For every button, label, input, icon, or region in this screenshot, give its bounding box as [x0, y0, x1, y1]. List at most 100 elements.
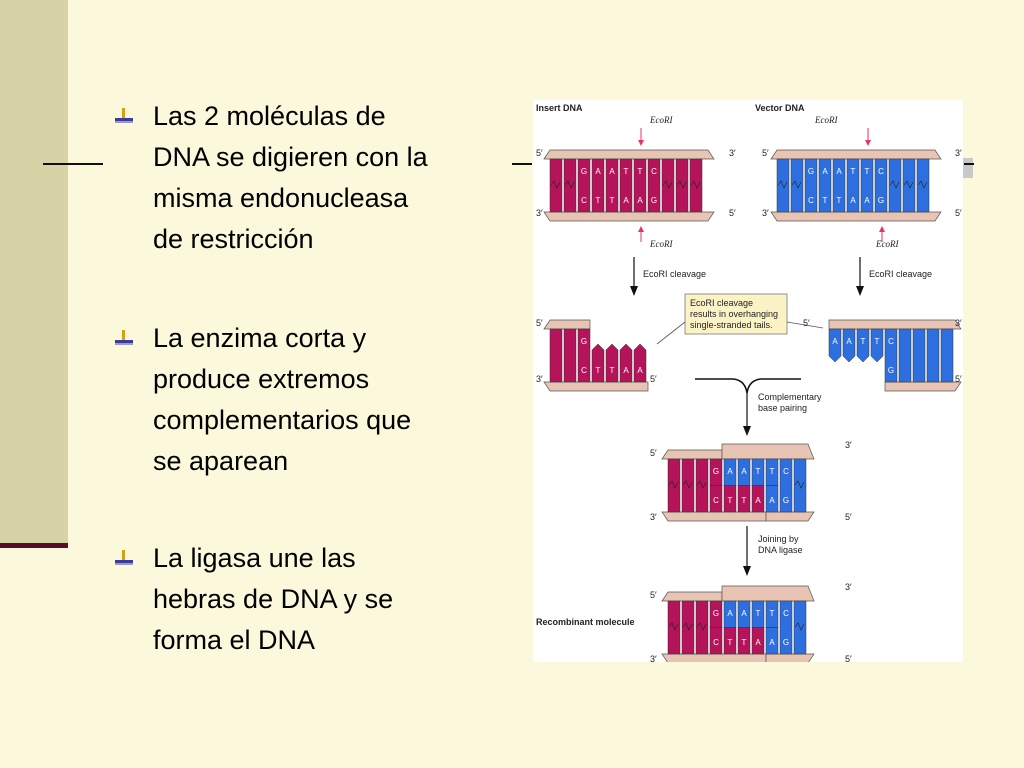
vector-cut-3p: 3′: [955, 318, 962, 328]
insert-top-base: A: [609, 167, 615, 176]
annealed-vector-bar: [779, 458, 793, 513]
vector-top-base: A: [836, 167, 842, 176]
insert-cut-top-backbone: [543, 319, 591, 330]
vector-bar: [846, 158, 860, 213]
vector-bottom-base: G: [878, 196, 884, 205]
insert-bar: [633, 158, 647, 213]
annealed-top-base: A: [741, 467, 747, 476]
insert-cut-bottom-backbone: [543, 381, 649, 392]
insert-cut-bottom-base: C: [581, 366, 587, 375]
insert-top-base: T: [624, 167, 629, 176]
vector-cut-bar: [926, 328, 940, 383]
annealed-site-bottom: [737, 485, 751, 513]
vector-bar: [818, 158, 832, 213]
insert-bar: [619, 158, 633, 213]
recombinant-site-bottom: [751, 627, 765, 655]
insert-cut-bottom-base: A: [623, 366, 629, 375]
vector-cut-bar: [940, 328, 954, 383]
vector-bond: [903, 180, 914, 189]
annealed-3p-top: 3′: [845, 440, 852, 450]
insert-bottom-base: A: [623, 196, 629, 205]
vector-bottom-base: T: [837, 196, 842, 205]
annealed-top-base: T: [770, 467, 775, 476]
recombinant-top-base: A: [741, 609, 747, 618]
insert-cut-bottom-base: T: [596, 366, 601, 375]
insert-cut-bar: [577, 328, 591, 383]
vector-bottom-base: A: [864, 196, 870, 205]
insert-3p-bottom: 3′: [536, 208, 543, 218]
left-band-underline: [0, 543, 68, 548]
decor-line-right: [964, 163, 974, 165]
vector-bottom-base: T: [823, 196, 828, 205]
vector-3p-top: 3′: [955, 148, 962, 158]
vector-overhang-bar: [842, 328, 856, 363]
insert-overhang-bar: [605, 343, 619, 383]
vector-bottom-base: C: [808, 196, 814, 205]
insert-bar: [605, 158, 619, 213]
recombinant-5p-top: 5′: [650, 590, 657, 600]
callout-line-1: EcoRI cleavage: [690, 298, 753, 308]
annealed-top-base: A: [727, 467, 733, 476]
ecori-site-arrowhead: [638, 140, 644, 146]
vector-cut-bottom-base: G: [888, 366, 894, 375]
ecori-site-arrowhead: [879, 226, 885, 232]
recombinant-top-backbone-vector: [721, 585, 815, 602]
insert-bond: [550, 180, 561, 189]
decor-gray-mark: [963, 158, 973, 178]
insert-dna-label: Insert DNA: [536, 103, 583, 113]
recombinant-top-base: T: [770, 609, 775, 618]
annealed-site-bottom: [709, 485, 723, 513]
insert-bottom-base: C: [581, 196, 587, 205]
insert-bar: [577, 158, 591, 213]
cleavage-label-vector: EcoRI cleavage: [869, 269, 932, 279]
insert-bond: [564, 180, 575, 189]
recombinant-site-bottom: [723, 627, 737, 655]
vector-cut-top-backbone: [828, 319, 962, 330]
insert-cut-bottom-base: T: [610, 366, 615, 375]
insert-bond: [676, 180, 687, 189]
vector-dna-label: Vector DNA: [755, 103, 805, 113]
insert-cut-bar: [549, 328, 563, 383]
vector-3p-bottom: 3′: [762, 208, 769, 218]
insert-top-base: A: [595, 167, 601, 176]
insert-overhang-bar: [619, 343, 633, 383]
annealed-top-base: C: [783, 467, 789, 476]
annealed-5p-bottom: 5′: [845, 512, 852, 522]
recombinant-bottom-base: A: [755, 638, 761, 647]
recombinant-5p-bottom: 5′: [845, 654, 852, 662]
recombinant-bottom-base: T: [728, 638, 733, 647]
bullet-text-3: La ligasa une las hebras de DNA y se for…: [153, 543, 394, 655]
vector-cut-bottom-backbone: [884, 381, 962, 392]
ecori-bottom-vector: EcoRI: [875, 239, 899, 249]
insert-cut-5p-end: 5′: [650, 374, 657, 384]
recombinant-top-backbone-insert: [661, 591, 723, 602]
vector-overhang-bar: [856, 328, 870, 363]
recombinant-bottom-base: G: [783, 638, 789, 647]
ecori-top-insert: EcoRI: [649, 115, 673, 125]
vector-top-base: G: [808, 167, 814, 176]
complementary-line-2: base pairing: [758, 403, 807, 413]
cleavage-label-insert: EcoRI cleavage: [643, 269, 706, 279]
annealed-bottom-backbone-vector: [765, 511, 815, 522]
recombinant-bond: [696, 622, 707, 631]
vector-bar: [804, 158, 818, 213]
annealed-5p-top: 5′: [650, 448, 657, 458]
recombinant-bottom-backbone-insert: [661, 653, 767, 662]
vector-bond: [889, 180, 900, 189]
recombinant-site-bottom: [709, 627, 723, 655]
callout-line-3: single-stranded tails.: [690, 320, 773, 330]
insert-top-base: G: [581, 167, 587, 176]
vector-cut-5p-left: 5′: [803, 318, 810, 328]
vector-5p-bottom: 5′: [955, 208, 962, 218]
recombinant-bottom-backbone-vector: [765, 653, 815, 662]
vector-cut-top-base: A: [832, 337, 838, 346]
ecori-bottom-insert: EcoRI: [649, 239, 673, 249]
joining-line-2: DNA ligase: [758, 545, 803, 555]
vector-bar: [874, 158, 888, 213]
bullet-text-1: Las 2 moléculas de DNA se digieren con l…: [153, 101, 428, 254]
annealed-3p-bottom: 3′: [650, 512, 657, 522]
recombinant-bottom-base: T: [742, 638, 747, 647]
vector-top-base: C: [878, 167, 884, 176]
recombinant-label: Recombinant molecule: [536, 617, 635, 627]
insert-top-base: T: [638, 167, 643, 176]
